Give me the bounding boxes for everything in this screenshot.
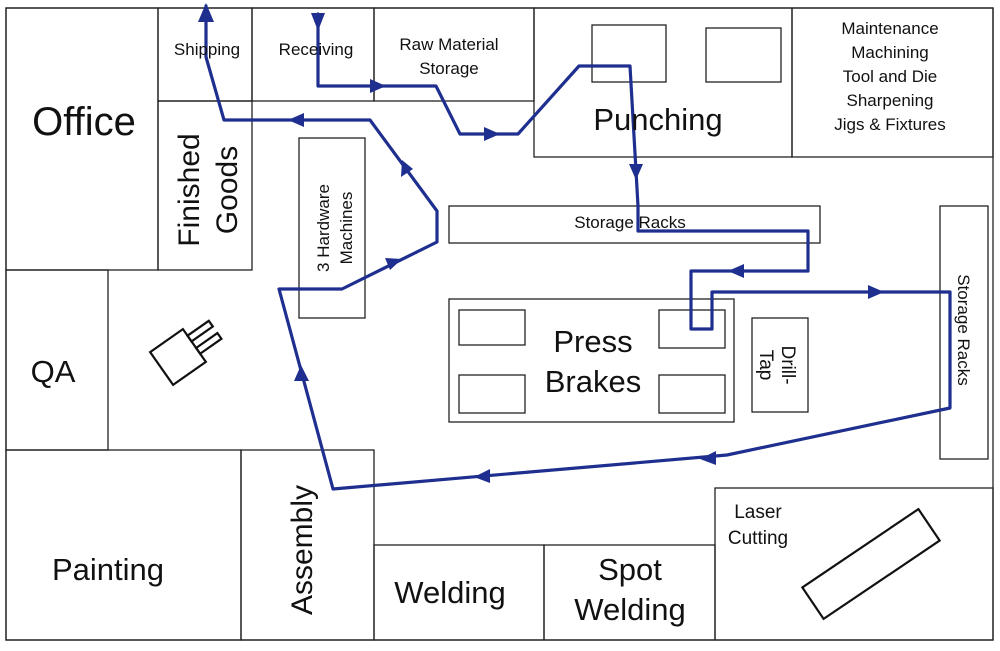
press-brake-3	[458, 374, 526, 414]
painting-room	[5, 449, 242, 641]
maintenance-label-line1: Maintenance	[841, 19, 938, 38]
receiving-label: Receiving	[279, 40, 354, 59]
finished-goods-label-line2: Goods	[211, 146, 244, 234]
route-arrow-receiving-down	[311, 13, 325, 31]
hardware-machines-label-line2: Machines	[337, 192, 356, 265]
welding-label: Welding	[394, 575, 505, 610]
maintenance-label-line5: Jigs & Fixtures	[834, 115, 945, 134]
route-arrow-11	[288, 113, 304, 127]
press-brakes-area	[448, 298, 735, 423]
finished-goods-label-line1: Finished	[173, 133, 206, 246]
storage-racks-top	[448, 205, 821, 244]
drill-tap-label-line2: Tap	[755, 350, 776, 381]
office-label: Office	[32, 100, 136, 144]
hardware-machines-block	[298, 137, 366, 319]
route-arrow-3	[629, 164, 643, 180]
equipment	[148, 24, 989, 621]
press-brake-4	[658, 374, 726, 414]
raw-material-label-line1: Raw Material	[399, 35, 498, 54]
route-arrow-7	[474, 469, 490, 483]
assembly-label-text: Assembly	[286, 485, 319, 615]
route-arrow-shipping-up	[198, 3, 214, 22]
area-labels: Office Shipping Receiving Raw Material S…	[31, 19, 973, 627]
maintenance-label-line2: Machining	[851, 43, 929, 62]
press-brakes-label-line1: Press	[553, 324, 632, 359]
material-flow-route	[198, 3, 952, 491]
spot-welding-label-line1: Spot	[598, 552, 662, 587]
punching-label: Punching	[593, 102, 722, 137]
storage-racks-top-label: Storage Racks	[574, 213, 686, 232]
press-brakes-label-line2: Brakes	[545, 364, 641, 399]
drill-tap-label: Drill- Tap	[755, 345, 798, 384]
punch-machine-2	[705, 27, 782, 83]
raw-material-label-line2: Storage	[419, 59, 479, 78]
maintenance-label-line3: Tool and Die	[843, 67, 938, 86]
laser-cutting-machine	[800, 507, 942, 621]
assembly-label: Assembly	[286, 485, 319, 615]
route-arrow-9	[385, 258, 402, 270]
qa-test-fixture-icon	[148, 319, 223, 387]
route-arrow-8	[294, 365, 309, 381]
route-line	[204, 4, 952, 491]
storage-racks-right-label: Storage Racks	[954, 274, 973, 386]
punch-machine-1	[591, 24, 667, 83]
finished-goods-room	[157, 100, 253, 271]
route-arrow-5	[868, 285, 884, 299]
route-arrow-6	[700, 451, 716, 465]
storage-racks-right-label-text: Storage Racks	[954, 274, 973, 386]
drill-tap-machine	[751, 317, 809, 413]
press-brake-1	[458, 309, 526, 346]
maintenance-label-line4: Sharpening	[847, 91, 934, 110]
finished-goods-label: Finished Goods	[173, 133, 244, 246]
qa-label: QA	[31, 354, 76, 389]
spot-welding-label-line2: Welding	[574, 592, 685, 627]
laser-cutting-label-line1: Laser	[734, 502, 782, 523]
route-arrow-1	[370, 79, 386, 93]
laser-cutting-room	[714, 487, 994, 641]
route-arrow-2	[484, 127, 500, 141]
hardware-machines-label: 3 Hardware Machines	[314, 184, 356, 272]
painting-label: Painting	[52, 552, 164, 587]
drill-tap-label-line1: Drill-	[777, 345, 798, 384]
shipping-label: Shipping	[174, 40, 240, 59]
route-arrow-10	[401, 160, 413, 177]
hardware-machines-label-line1: 3 Hardware	[314, 184, 333, 272]
room-walls	[5, 7, 994, 641]
laser-cutting-label-line2: Cutting	[728, 528, 788, 549]
maintenance-room	[791, 7, 994, 158]
storage-racks-right	[939, 205, 989, 460]
route-arrow-4	[728, 264, 744, 278]
